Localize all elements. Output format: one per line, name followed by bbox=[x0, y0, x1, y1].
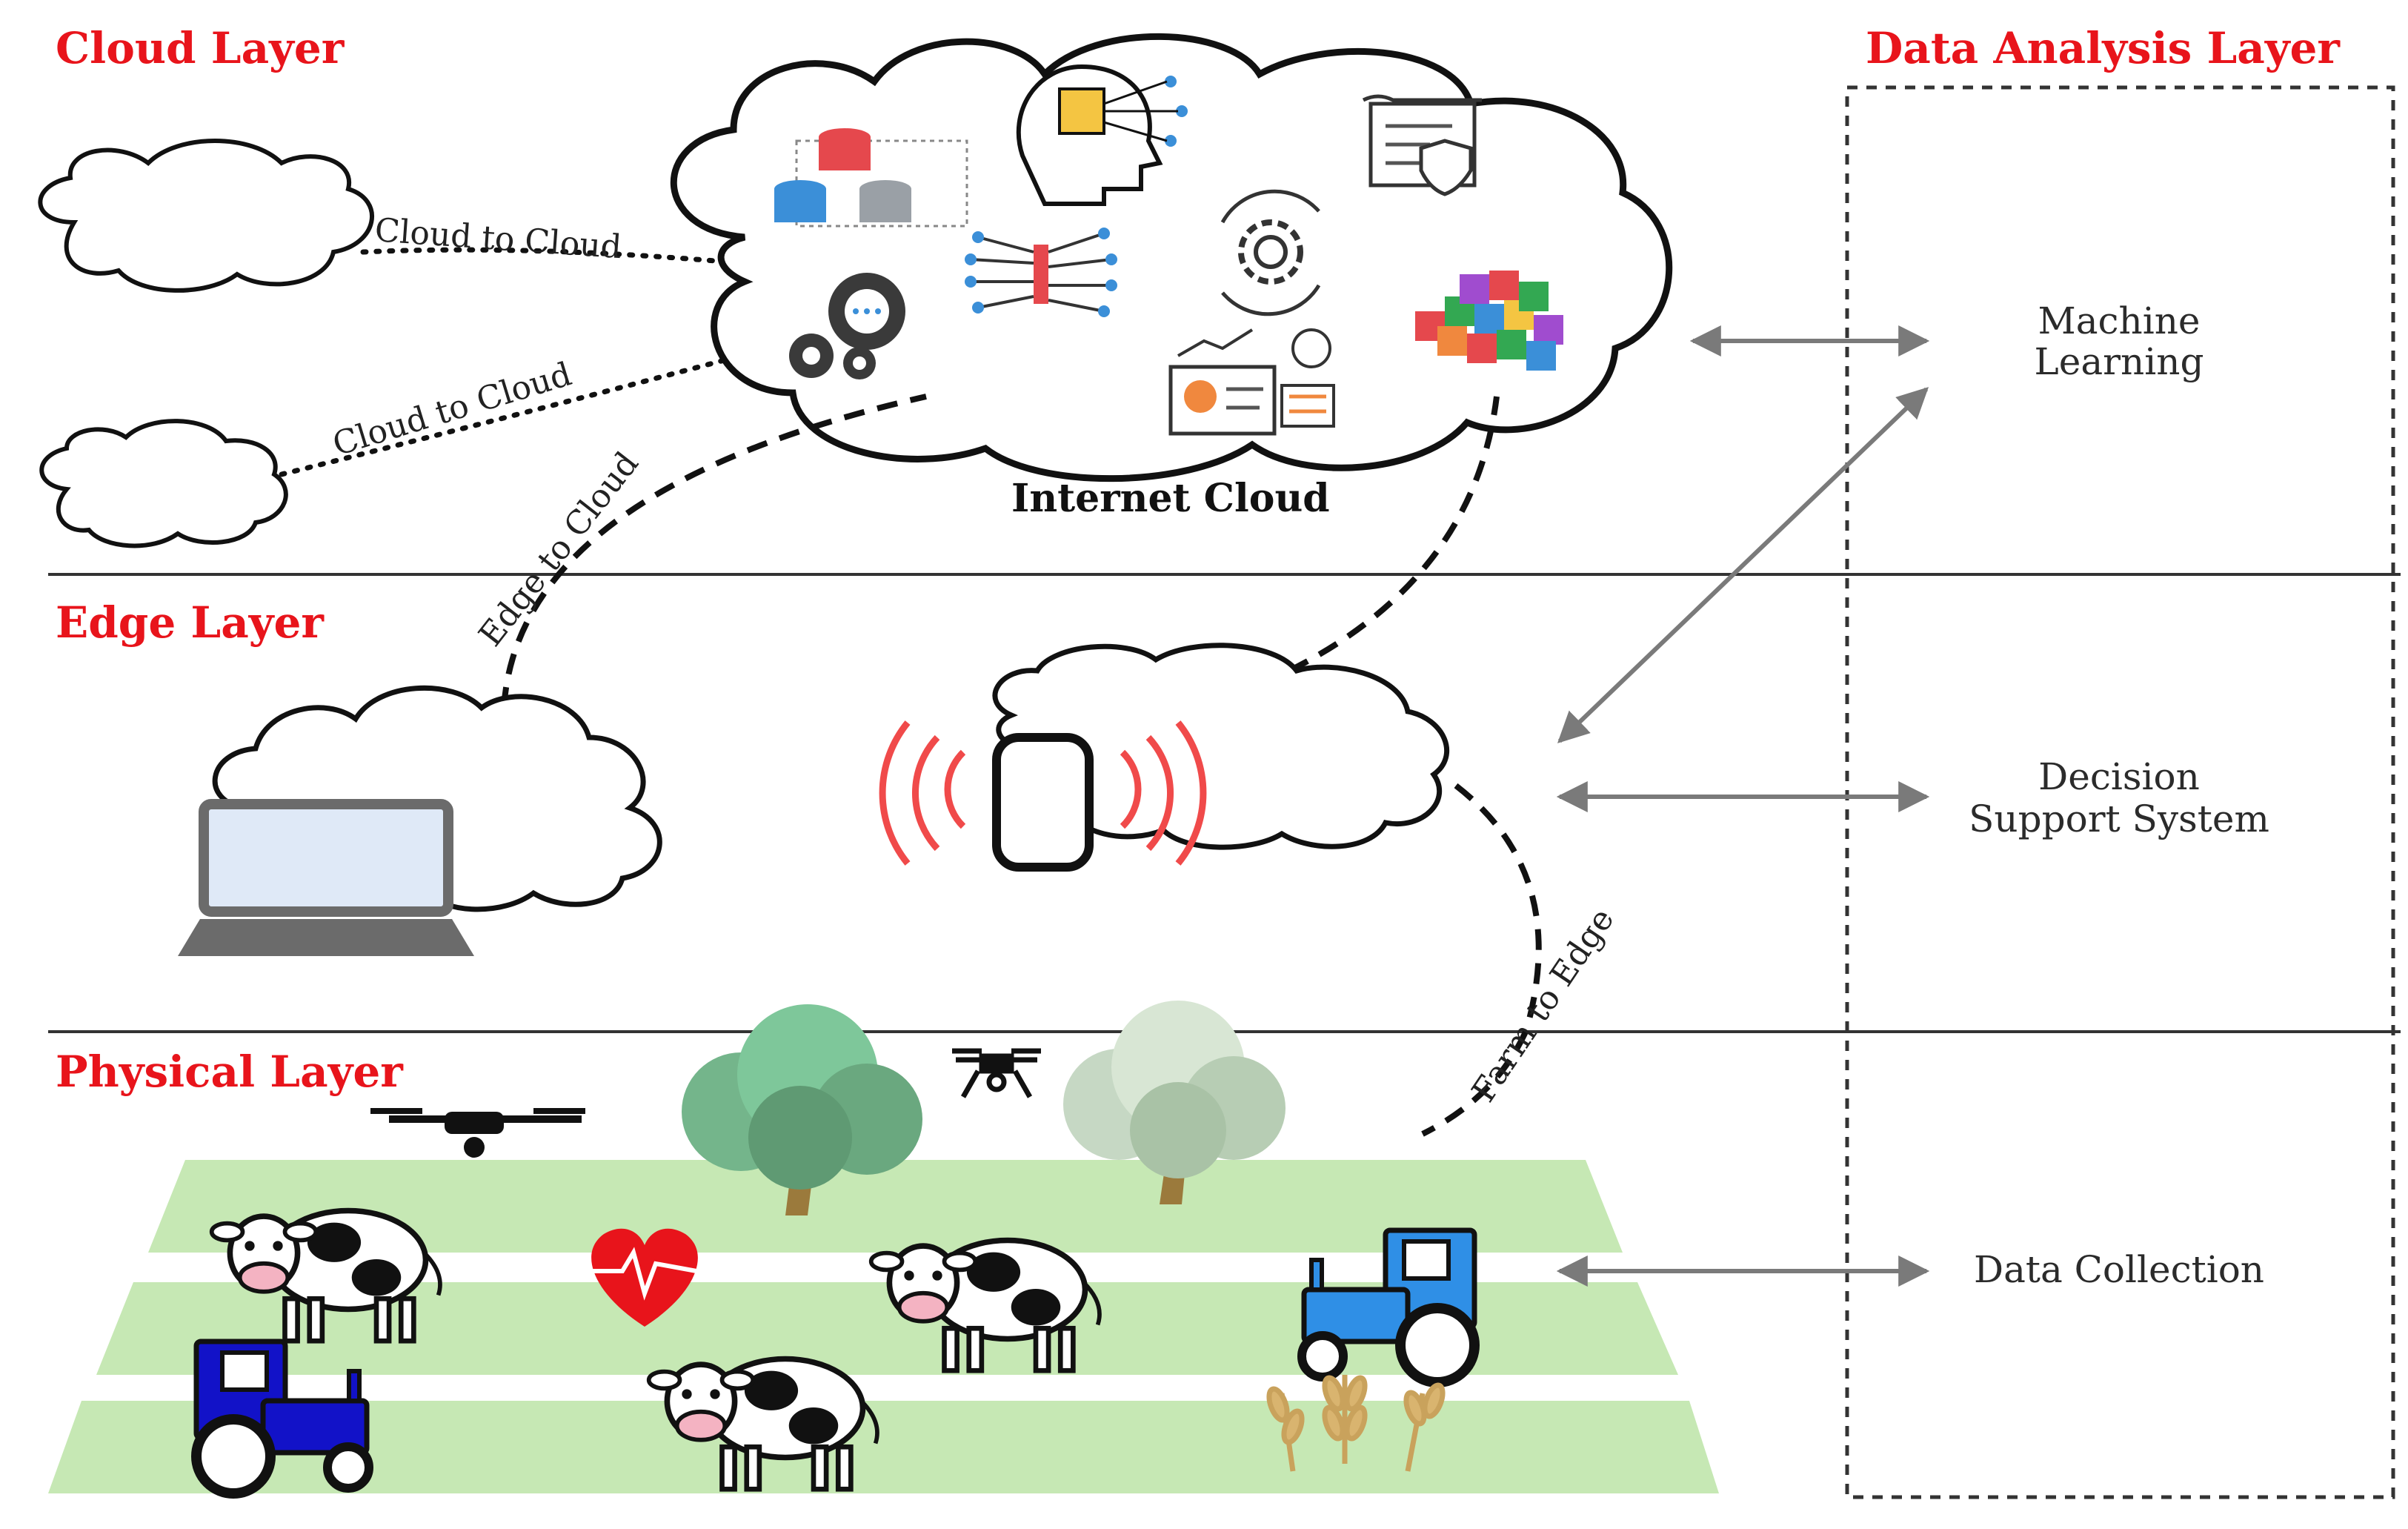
edge-to-cloud-connector-right bbox=[1288, 396, 1500, 674]
cloud-to-cloud-connector-2 bbox=[279, 353, 744, 477]
field-strip-1 bbox=[148, 1160, 1623, 1253]
edge-layer-title: Edge Layer bbox=[56, 597, 325, 648]
side-cloud-1 bbox=[38, 139, 374, 293]
cloud-layer-title: Cloud Layer bbox=[56, 23, 345, 73]
wheat-icon bbox=[1266, 1375, 1446, 1472]
farm-to-edge-label: Farm to Edge bbox=[1465, 901, 1622, 1109]
edge-to-cloud-label: Edge to Cloud bbox=[471, 445, 646, 653]
side-cloud-2 bbox=[39, 419, 288, 548]
physical-layer-title: Physical Layer bbox=[56, 1047, 404, 1097]
sensor-device-icon bbox=[879, 720, 1207, 872]
tree-right bbox=[1063, 1001, 1286, 1204]
tree-left bbox=[682, 1004, 922, 1215]
document-shield-icon bbox=[1362, 94, 1482, 196]
heart-rate-icon bbox=[591, 1228, 698, 1327]
field-strip-2 bbox=[96, 1282, 1678, 1375]
dss-label-line2: Support System bbox=[1969, 797, 2269, 840]
circuit-icon bbox=[965, 228, 1117, 317]
dss-label-line1: Decision bbox=[2038, 755, 2200, 798]
data-cubes-icon bbox=[1415, 271, 1563, 371]
arrow-edge-ml bbox=[1557, 387, 1929, 743]
ai-head-icon bbox=[1016, 64, 1188, 206]
laptop-icon bbox=[178, 799, 474, 956]
edge-to-cloud-connector-left bbox=[501, 394, 927, 709]
farm-to-edge-connector bbox=[1421, 783, 1542, 1137]
dashboard-icon bbox=[1168, 328, 1335, 436]
drone-right-icon bbox=[952, 1048, 1041, 1098]
drone-left-icon bbox=[370, 1108, 585, 1158]
ml-label-line1: Machine bbox=[2038, 299, 2201, 342]
data-analysis-layer-title: Data Analysis Layer bbox=[1866, 23, 2341, 73]
gear-sync-icon bbox=[1220, 189, 1321, 316]
gears-icon bbox=[789, 273, 905, 379]
database-icon bbox=[774, 128, 968, 228]
internet-cloud-label: Internet Cloud bbox=[1011, 476, 1330, 521]
cloud-to-cloud-label-1: Cloud to Cloud bbox=[373, 211, 622, 266]
cloud-to-cloud-connector-1 bbox=[360, 247, 744, 266]
data-collection-label: Data Collection bbox=[1974, 1248, 2264, 1291]
ml-label-line2: Learning bbox=[2035, 340, 2204, 383]
